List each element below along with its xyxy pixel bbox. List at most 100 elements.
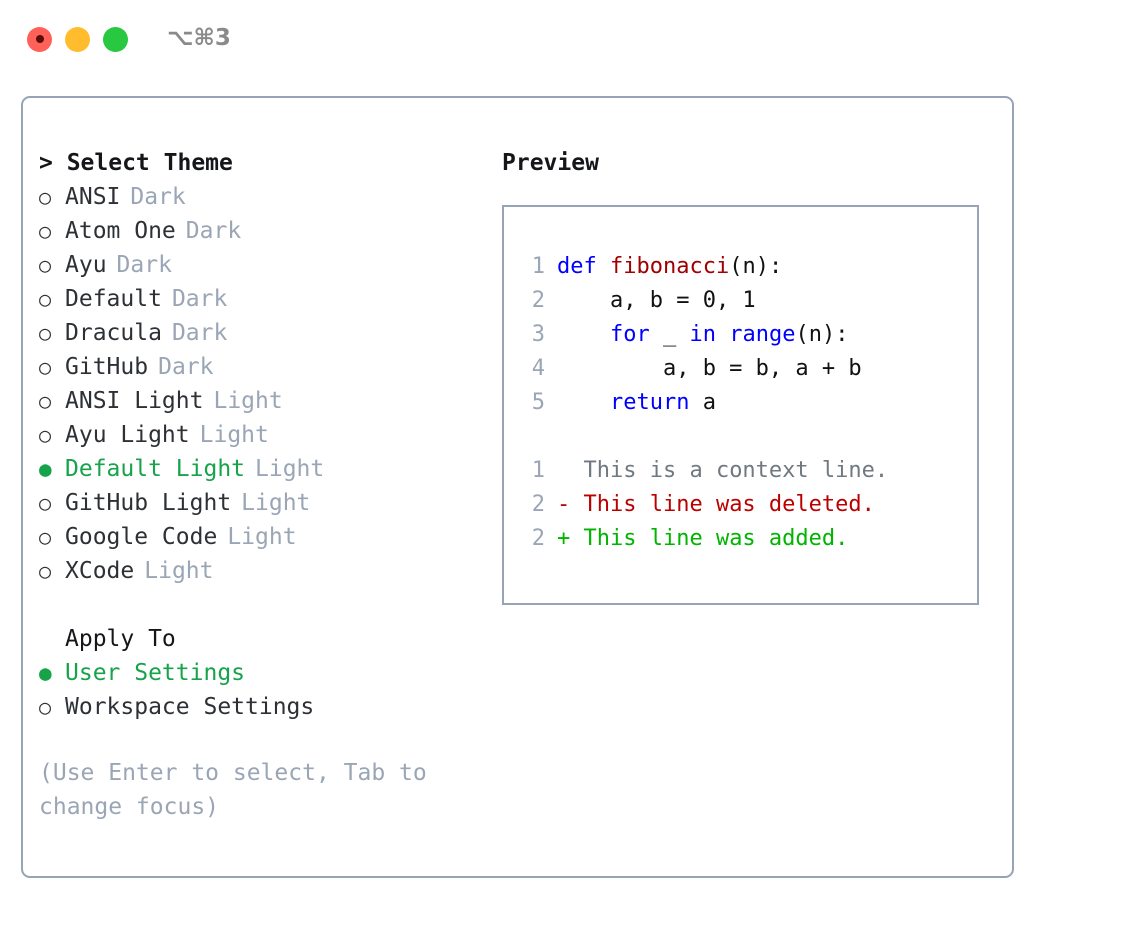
theme-list-item[interactable]: ○ Dracula Dark [39, 316, 499, 350]
radio-unselected-icon: ○ [39, 219, 52, 243]
code-token [716, 322, 729, 347]
theme-kind-label: Dark [185, 218, 242, 244]
code-token: a, b = b, a + b [557, 356, 862, 381]
theme-kind-label: Dark [171, 286, 228, 312]
diff-line: 2 + This line was added. [519, 522, 969, 556]
theme-name-label: GitHub Light [65, 490, 232, 516]
theme-kind-label: Light [144, 558, 214, 584]
diff-line: 2- This line was deleted. [519, 488, 969, 522]
close-button[interactable] [27, 26, 52, 52]
theme-kind-label: Light [255, 456, 325, 482]
minimize-button[interactable] [65, 26, 90, 52]
code-line: 2 a, b = 0, 1 [519, 284, 969, 318]
theme-name-label: Ayu Light [65, 422, 190, 448]
diff-marker: + [557, 526, 571, 551]
diff-spacer [519, 420, 969, 454]
code-token [557, 322, 610, 347]
code-token: for [609, 322, 650, 347]
diff-lines: 1 This is a context line.2- This line wa… [519, 454, 969, 556]
apply-to-option[interactable]: ● User Settings [39, 656, 499, 690]
theme-name-label: Google Code [65, 524, 218, 550]
title-bar: ⌥⌘3 [0, 0, 1140, 78]
diff-marker [557, 454, 570, 488]
theme-kind-label: Light [241, 490, 311, 516]
page-title: > Select Theme [39, 150, 233, 176]
traffic-light-group [27, 26, 128, 52]
theme-kind-label: Light [227, 524, 297, 550]
radio-unselected-icon: ○ [39, 355, 52, 379]
line-number: 2 [531, 288, 545, 313]
radio-unselected-icon: ○ [39, 389, 52, 413]
line-number: 1 [531, 458, 545, 483]
radio-unselected-icon: ○ [39, 525, 52, 549]
code-token: (n): [729, 254, 783, 279]
code-line-text: a, b = 0, 1 [557, 284, 756, 318]
code-token: range [729, 322, 796, 347]
theme-name-label: Default [65, 286, 162, 312]
radio-unselected-icon: ○ [39, 695, 52, 719]
maximize-button[interactable] [103, 26, 128, 52]
diff-marker: - [557, 492, 571, 517]
section-spacer [39, 588, 499, 622]
radio-unselected-icon: ○ [39, 491, 52, 515]
line-number: 4 [531, 356, 545, 381]
theme-name-label: Dracula [65, 320, 162, 346]
code-line-text: def fibonacci(n): [557, 250, 782, 284]
theme-name-label: ANSI Light [65, 388, 204, 414]
code-line: 1 def fibonacci(n): [519, 250, 969, 284]
line-number: 2 [531, 526, 545, 551]
theme-name-label: Atom One [65, 218, 176, 244]
code-token [557, 390, 610, 415]
radio-selected-icon: ● [39, 457, 52, 481]
theme-list-item[interactable]: ○ Default Dark [39, 282, 499, 316]
theme-kind-label: Dark [171, 320, 228, 346]
apply-to-title: Apply To [65, 626, 176, 652]
radio-unselected-icon: ○ [39, 185, 52, 209]
theme-list-item[interactable]: ○ Google Code Light [39, 520, 499, 554]
code-token: a [689, 390, 716, 415]
apply-to-label: Workspace Settings [65, 694, 315, 720]
theme-kind-label: Dark [116, 252, 172, 278]
theme-list-item[interactable]: ○ ANSI Light Light [39, 384, 499, 418]
theme-list-item[interactable]: ○ Atom One Dark [39, 214, 499, 248]
radio-selected-icon: ● [39, 661, 52, 685]
radio-unselected-icon: ○ [39, 287, 52, 311]
code-line-text: a, b = b, a + b [557, 352, 862, 386]
code-token: (n): [795, 322, 849, 347]
line-number: 1 [531, 254, 545, 279]
line-number: 3 [531, 322, 545, 347]
apply-to-list: ● User Settings ○ Workspace Settings [39, 656, 499, 724]
radio-unselected-icon: ○ [39, 559, 52, 583]
code-token: def [557, 254, 610, 279]
theme-name-label: ANSI [65, 184, 121, 210]
apply-to-option[interactable]: ○ Workspace Settings [39, 690, 499, 724]
theme-kind-label: Light [199, 422, 269, 448]
code-line: 3 for _ in range(n): [519, 318, 969, 352]
line-number: 2 [531, 492, 545, 517]
code-token: in [689, 322, 716, 347]
theme-kind-label: Light [213, 388, 283, 414]
code-token: return [609, 390, 690, 415]
theme-name-label: GitHub [65, 354, 149, 380]
code-token: a, b = 0, 1 [557, 288, 756, 313]
radio-unselected-icon: ○ [39, 321, 52, 345]
apply-to-label: User Settings [65, 660, 246, 686]
diff-line-text: This line was added. [570, 526, 849, 551]
radio-unselected-icon: ○ [39, 253, 52, 277]
theme-list-item[interactable]: ○ GitHub Light Light [39, 486, 499, 520]
code-line-text: return a [557, 386, 716, 420]
code-token: _ [649, 322, 690, 347]
